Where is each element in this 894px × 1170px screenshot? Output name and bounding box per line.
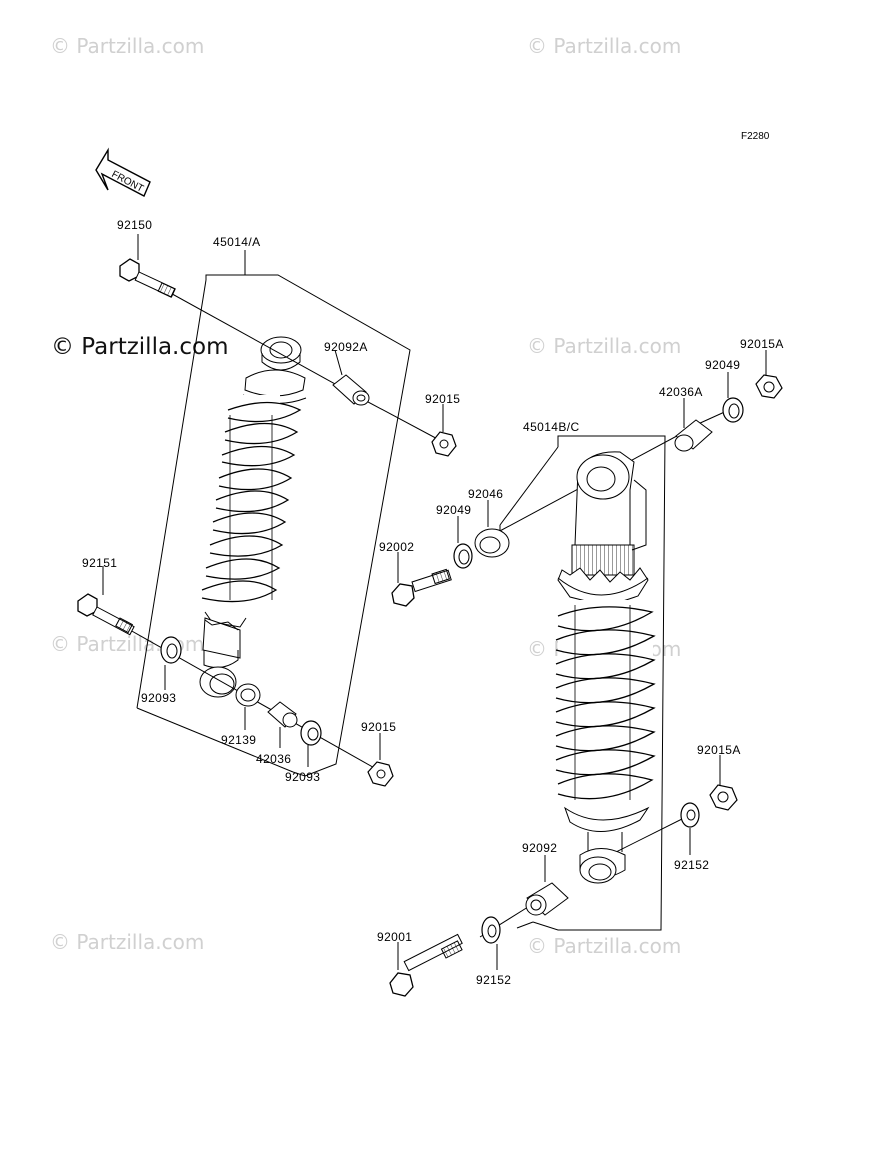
nut-92015-top-icon <box>431 431 457 457</box>
bolt-92150-icon <box>119 258 176 298</box>
label-92049-left: 92049 <box>436 503 472 517</box>
washer-92049-left-icon <box>453 543 473 569</box>
front-arrow-icon: FRONT <box>95 147 151 197</box>
label-45014A: 45014/A <box>213 235 261 249</box>
watermark: © Partzilla.com <box>527 334 682 358</box>
watermark: © Partzilla.com <box>527 34 682 58</box>
collar-42036-icon <box>267 701 298 728</box>
nut-92015A-bottom-icon <box>709 784 738 811</box>
label-92139: 92139 <box>221 733 257 747</box>
label-92049-right: 92049 <box>705 358 741 372</box>
label-92092A: 92092A <box>324 340 368 354</box>
watermark-main: © Partzilla.com <box>51 334 229 360</box>
label-92092: 92092 <box>522 841 558 855</box>
label-92152-right: 92152 <box>674 858 710 872</box>
bushing-92139-icon <box>235 683 261 707</box>
label-92152-bottom: 92152 <box>476 973 512 987</box>
washer-92152-right-icon <box>680 802 700 828</box>
label-45014BC: 45014B/C <box>523 420 580 434</box>
watermark: © Partzilla.com <box>50 930 205 954</box>
collar-42036A-icon <box>674 419 713 452</box>
label-92015-top: 92015 <box>425 392 461 406</box>
nut-92015A-top-icon <box>755 374 783 399</box>
right-shock-absorber-icon <box>555 451 656 884</box>
bearing-92046-icon <box>474 528 510 558</box>
label-42036A: 42036A <box>659 385 703 399</box>
washer-92049-right-icon <box>722 397 744 423</box>
label-92001: 92001 <box>377 930 413 944</box>
sleeve-92092-icon <box>525 882 569 916</box>
label-92151: 92151 <box>82 556 118 570</box>
figure-code: F2280 <box>741 131 770 142</box>
bolt-92151-icon <box>77 593 135 636</box>
sleeve-92092A-icon <box>332 374 370 406</box>
label-42036: 42036 <box>256 752 292 766</box>
watermark: © Partzilla.com <box>50 34 205 58</box>
bolt-92001-icon <box>389 933 463 997</box>
label-92093-left: 92093 <box>141 691 177 705</box>
label-92015-bottom: 92015 <box>361 720 397 734</box>
bolt-92002-icon <box>391 568 452 607</box>
washer-92093-bottom-icon <box>300 720 322 746</box>
nut-92015-bottom-icon <box>367 761 394 787</box>
washer-92152-bottom-icon <box>481 916 501 944</box>
left-shock-absorber-icon <box>199 336 307 698</box>
label-92015A-top: 92015A <box>740 337 784 351</box>
label-92002: 92002 <box>379 540 415 554</box>
label-92046: 92046 <box>468 487 504 501</box>
label-92093-bottom: 92093 <box>285 770 321 784</box>
label-92015A-bottom: 92015A <box>697 743 741 757</box>
watermark: © Partzilla.com <box>527 934 682 958</box>
bracket-45014A <box>205 274 411 777</box>
label-92150: 92150 <box>117 218 153 232</box>
washer-92093-left-icon <box>160 636 182 664</box>
